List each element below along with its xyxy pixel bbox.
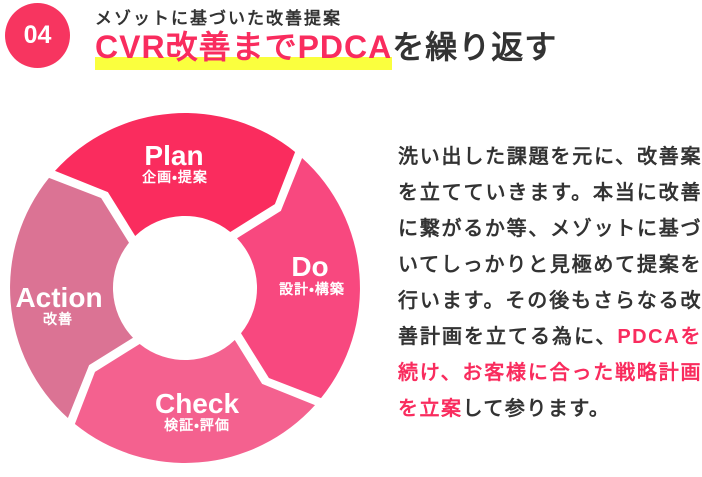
segment-do-label: Do	[291, 251, 328, 282]
step-number: 04	[23, 21, 52, 49]
segment-do-sublabel: 設計・構築	[279, 281, 345, 297]
segment-plan-sublabel: 企画・提案	[142, 169, 208, 185]
segment-check-shape	[74, 340, 316, 463]
segment-do-shape	[237, 158, 360, 399]
segment-action-label: Action	[15, 282, 102, 313]
description-paragraph: 洗い出した課題を元に、改善案を立てていきます。本当に改善に繋がるか等、メゾットに…	[398, 139, 702, 427]
eyebrow-label: メゾットに基づいた改善提案	[95, 9, 342, 28]
description-emphasis: PDCAを続け、お客様に合った戦略計画を立案	[398, 326, 702, 420]
segment-check-sublabel: 検証・評価	[164, 417, 230, 433]
segment-action-sublabel: 改善	[43, 311, 73, 327]
segment-plan-label: Plan	[144, 140, 203, 171]
description-text: 洗い出した課題を元に、改善案を立てていきます。本当に改善に繋がるか等、メゾットに…	[398, 146, 702, 348]
step-badge: 04	[5, 3, 70, 68]
segment-check-label: Check	[155, 388, 239, 419]
title-rest: を繰り返す	[392, 29, 558, 65]
segment-action-shape	[10, 177, 133, 418]
description-text: して参ります。	[462, 398, 611, 420]
segment-plan-shape	[55, 113, 296, 236]
page-title: CVR改善までPDCAを繰り返す	[95, 25, 558, 70]
title-highlight: CVR改善までPDCA	[95, 29, 393, 70]
pdca-cycle-diagram: Plan 企画・提案 Do 設計・構築 Check 検証・評価 Action 改…	[10, 113, 360, 463]
